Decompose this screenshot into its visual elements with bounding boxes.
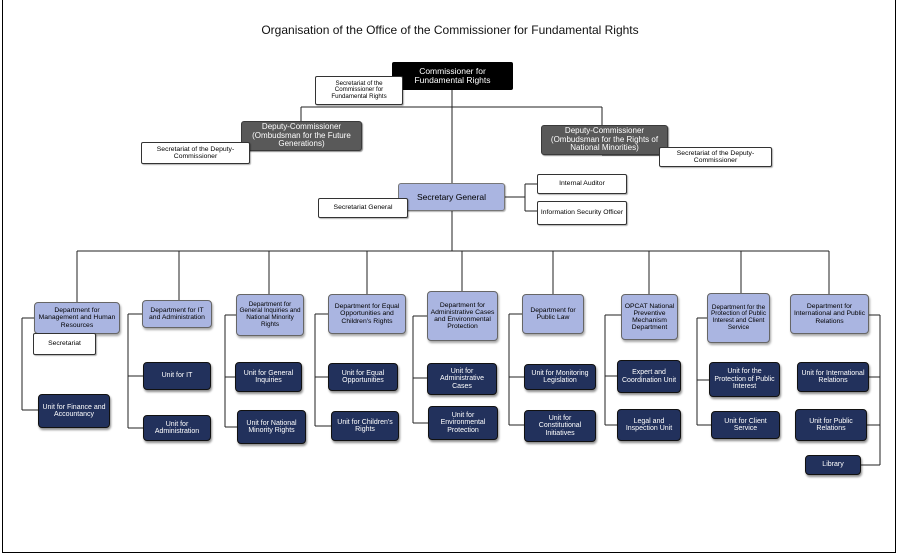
- unit-box: Secretariat: [33, 333, 96, 355]
- department-box: Department for General Inquiries and Nat…: [236, 294, 304, 336]
- unit-box: Unit for International Relations: [797, 362, 869, 392]
- department-box: Department for Administrative Cases and …: [427, 291, 498, 341]
- unit-box: Unit for Finance and Accountancy: [38, 394, 110, 428]
- deputy-future-box: Deputy-Commissioner (Ombudsman for the F…: [241, 121, 362, 151]
- secretariat-general-box: Secretariat General: [318, 198, 408, 218]
- unit-box: Unit for Monitoring Legislation: [524, 364, 596, 390]
- department-box: Department for Public Law: [522, 294, 584, 334]
- unit-box: Legal and Inspection Unit: [617, 409, 681, 441]
- secretary-general-box: Secretary General: [398, 183, 505, 211]
- deputy-minorities-box: Deputy-Commissioner (Ombudsman for the R…: [541, 125, 668, 155]
- deputy-future-secretariat-box: Secretariat of the Deputy-Commissioner: [141, 142, 250, 164]
- unit-box: Expert and Coordination Unit: [617, 360, 681, 393]
- department-box: Department for the Protection of Public …: [707, 293, 770, 343]
- chart-title: Organisation of the Office of the Commis…: [261, 23, 639, 37]
- information-security-box: Information Security Officer: [537, 201, 627, 225]
- unit-box: Unit for the Protection of Public Intere…: [709, 362, 780, 397]
- unit-box: Unit for Administrative Cases: [427, 363, 497, 395]
- unit-box: Unit for Equal Opportunities: [328, 363, 398, 391]
- unit-box: Unit for Administration: [143, 415, 211, 441]
- unit-box: Unit for General Inquiries: [235, 362, 302, 392]
- unit-box: Unit for Client Service: [711, 411, 780, 439]
- department-box: Department for Equal Opportunities and C…: [328, 294, 406, 334]
- department-box: Department for Management and Human Reso…: [34, 302, 120, 334]
- internal-auditor-box: Internal Auditor: [537, 174, 627, 194]
- department-box: Department for International and Public …: [790, 294, 869, 334]
- department-box: Department for IT and Administration: [142, 300, 212, 328]
- commissioner-secretariat-box: Secretariat of the Commissioner for Fund…: [315, 76, 403, 105]
- commissioner-box: Commissioner for Fundamental Rights: [392, 62, 513, 90]
- unit-box: Unit for National Minority Rights: [237, 410, 306, 444]
- unit-box: Unit for Constitutional Initiatives: [524, 410, 596, 442]
- unit-box: Unit for IT: [143, 362, 211, 390]
- unit-box: Unit for Children's Rights: [331, 411, 399, 441]
- department-box: OPCAT National Preventive Mechanism Depa…: [621, 294, 678, 340]
- unit-box: Library: [805, 455, 861, 475]
- unit-box: Unit for Public Relations: [795, 409, 867, 441]
- unit-box: Unit for Environmental Protection: [428, 406, 498, 440]
- deputy-minorities-secretariat-box: Secretariat of the Deputy-Commissioner: [659, 147, 772, 167]
